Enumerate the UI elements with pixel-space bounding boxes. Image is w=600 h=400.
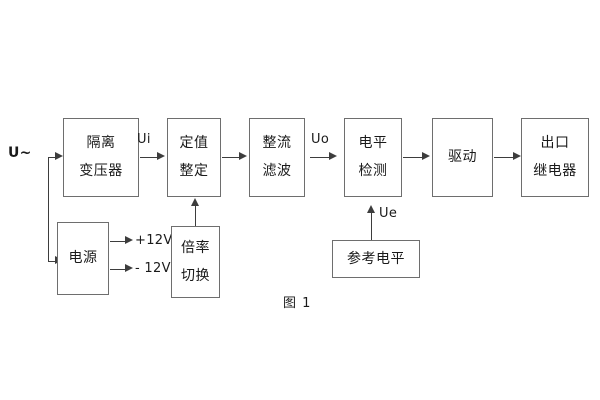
block-setting-adjustment[interactable]: 定值 整定 (167, 118, 221, 197)
block-output-relay-line-2: 继电器 (533, 163, 577, 179)
supply-negative-arrow-icon (125, 264, 133, 272)
arrow-reference-to-level-line (371, 212, 372, 240)
block-power-supply-line-1: 电源 (68, 250, 98, 267)
block-drive-line-1: 驱动 (448, 149, 477, 166)
block-setting-adjustment-line-1: 定值 (179, 135, 209, 152)
arrow-transformer-to-setting-line (140, 157, 159, 158)
block-multiplier-switch-line-2: 切换 (181, 267, 210, 284)
arrow-transformer-to-setting-icon (157, 152, 165, 160)
supply-negative-line (110, 269, 127, 270)
input-source-label: U~ (8, 145, 32, 161)
block-output-relay-line-1: 出口 (540, 135, 570, 152)
arrow-multiplier-to-setting-icon (191, 198, 199, 206)
block-rectify-filter-line-1: 整流 (262, 135, 292, 152)
block-isolation-transformer-line-2: 变压器 (79, 163, 123, 179)
block-level-detection-line-2: 检测 (358, 163, 388, 179)
block-multiplier-switch[interactable]: 倍率 切换 (171, 226, 220, 298)
block-drive[interactable]: 驱动 (432, 118, 493, 197)
input-arrow-to-transformer-icon (55, 152, 63, 160)
arrow-drive-to-relay-line (494, 157, 515, 158)
figure-caption: 图 1 (283, 296, 312, 311)
ui-label: Ui (137, 132, 151, 147)
arrow-setting-to-rectify-line (222, 157, 241, 158)
block-rectify-filter[interactable]: 整流 滤波 (249, 118, 305, 197)
block-reference-level[interactable]: 参考电平 (332, 240, 420, 278)
arrow-multiplier-to-setting-line (195, 205, 196, 226)
ue-label: Ue (379, 206, 398, 221)
block-rectify-filter-line-2: 滤波 (262, 163, 292, 179)
supply-positive-arrow-icon (125, 236, 133, 244)
block-level-detection-line-1: 电平 (358, 135, 388, 152)
block-setting-adjustment-line-2: 整定 (179, 163, 209, 179)
arrow-drive-to-relay-icon (513, 152, 521, 160)
arrow-level-to-drive-line (403, 157, 424, 158)
arrow-level-to-drive-icon (422, 152, 430, 160)
input-branch-trunk (48, 157, 49, 262)
block-isolation-transformer-line-1: 隔离 (86, 135, 116, 152)
input-feed-top (48, 157, 57, 158)
block-isolation-transformer[interactable]: 隔离 变压器 (63, 118, 139, 197)
arrow-rectify-to-level-icon (329, 152, 337, 160)
block-output-relay[interactable]: 出口 继电器 (521, 118, 589, 197)
block-multiplier-switch-line-1: 倍率 (181, 239, 210, 256)
block-power-supply[interactable]: 电源 (57, 222, 109, 295)
block-level-detection[interactable]: 电平 检测 (344, 118, 402, 197)
input-feed-bottom (48, 261, 57, 262)
arrow-setting-to-rectify-icon (239, 152, 247, 160)
arrow-rectify-to-level-line (310, 157, 331, 158)
supply-negative-label: - 12V (135, 261, 171, 276)
block-reference-level-line-1: 参考电平 (347, 250, 405, 267)
supply-positive-label: +12V (135, 233, 173, 248)
supply-positive-line (110, 241, 127, 242)
arrow-reference-to-level-icon (367, 205, 375, 213)
uo-label: Uo (311, 132, 330, 147)
